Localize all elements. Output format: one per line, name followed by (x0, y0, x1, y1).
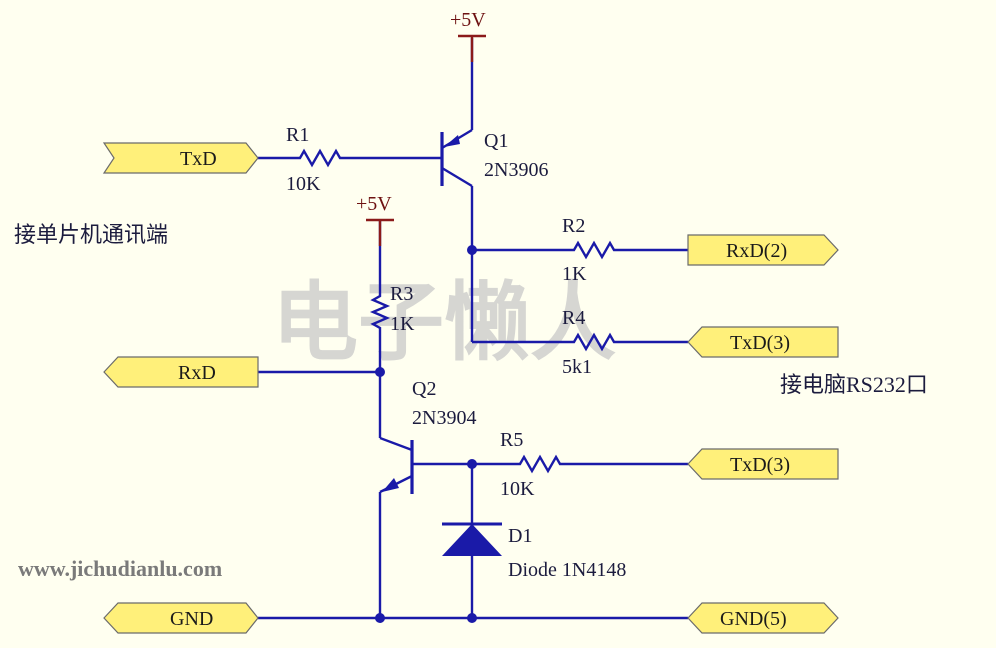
port-rxd-in-label: RxD (178, 362, 216, 384)
q2-emitter-arrow-icon (382, 478, 399, 492)
port-gnd-out-label: GND(5) (720, 608, 787, 630)
diode-triangle-icon (442, 524, 502, 556)
q1-ref: Q1 (484, 130, 508, 152)
resistor-r2[interactable] (560, 240, 618, 260)
r4-ref: R4 (562, 307, 585, 329)
r2-ref: R2 (562, 215, 585, 237)
resistor-r1[interactable] (290, 148, 346, 168)
junction-dot (375, 367, 385, 377)
resistor-r5[interactable] (512, 454, 566, 474)
d1-ref: D1 (508, 525, 532, 547)
note-pc-side: 接电脑RS232口 (780, 372, 928, 397)
power-symbol-mid: +5V (356, 193, 394, 246)
port-txd-out-b[interactable]: TxD(3) (687, 448, 839, 480)
r3-ref: R3 (390, 283, 413, 305)
r3-value: 1K (390, 313, 415, 335)
junction-dot (467, 245, 477, 255)
r4-value: 5k1 (562, 356, 592, 378)
junction-dot (375, 613, 385, 623)
q2-value: 2N3904 (412, 407, 476, 429)
port-txd-out-a[interactable]: TxD(3) (687, 326, 839, 358)
transistor-q2[interactable] (382, 440, 414, 494)
diode-d1[interactable] (442, 522, 502, 556)
r1-value: 10K (286, 173, 321, 195)
port-txd-in-label: TxD (180, 148, 217, 170)
port-rxd-in[interactable]: RxD (103, 356, 259, 388)
port-rxd-out-label: RxD(2) (726, 240, 787, 262)
junction-dot (467, 613, 477, 623)
power-symbol-top: +5V (450, 9, 486, 62)
r5-ref: R5 (500, 429, 523, 451)
junction-dot (467, 459, 477, 469)
resistor-r4[interactable] (560, 332, 618, 352)
r5-value: 10K (500, 478, 535, 500)
resistor-r3[interactable] (369, 290, 391, 332)
port-gnd-in-label: GND (170, 608, 213, 630)
note-mcu-side: 接单片机通讯端 (14, 222, 168, 247)
port-txd-out-b-label: TxD(3) (730, 454, 790, 476)
port-gnd-in[interactable]: GND (103, 602, 259, 634)
q1-value: 2N3906 (484, 159, 548, 181)
port-txd-out-a-label: TxD(3) (730, 332, 790, 354)
website-watermark: www.jichudianlu.com (18, 556, 222, 581)
port-gnd-out[interactable]: GND(5) (687, 602, 839, 634)
transistor-q1[interactable] (440, 128, 473, 188)
port-rxd-out[interactable]: RxD(2) (687, 234, 839, 266)
power-label-mid: +5V (356, 193, 392, 215)
watermark-text: 电子懒人 (272, 273, 616, 373)
r2-value: 1K (562, 263, 587, 285)
q1-emitter-arrow-icon (444, 135, 460, 147)
q2-ref: Q2 (412, 378, 436, 400)
r1-ref: R1 (286, 124, 309, 146)
d1-value: Diode 1N4148 (508, 559, 626, 581)
port-txd-in[interactable]: TxD (102, 142, 259, 174)
power-label-top: +5V (450, 9, 486, 31)
